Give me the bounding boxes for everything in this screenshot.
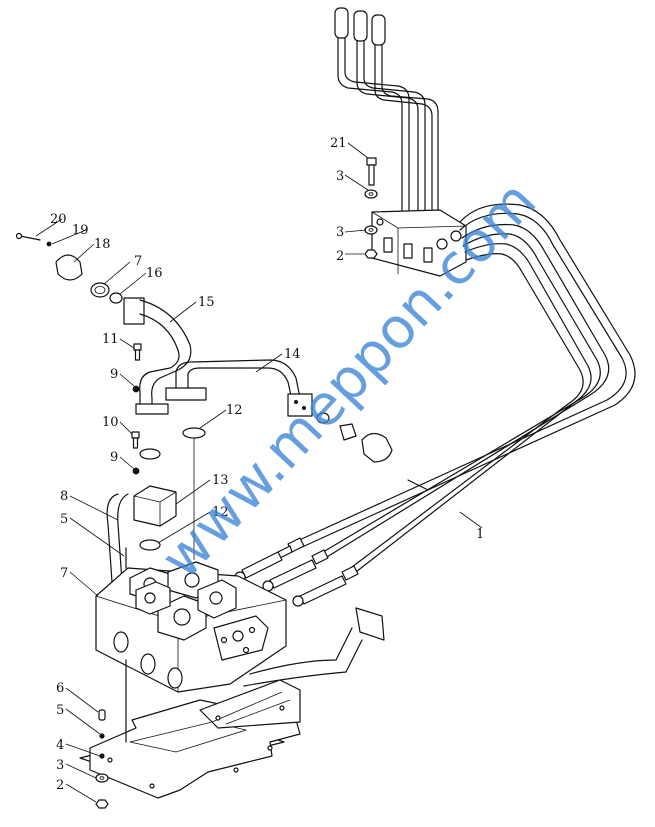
outlet-flange — [355, 607, 385, 641]
bolt-shank-21 — [368, 164, 375, 186]
callout-11: 11 — [102, 332, 119, 347]
pipe-flange-15-top — [123, 297, 145, 325]
clamp-18 — [55, 254, 83, 281]
o-ring-16 — [109, 292, 123, 304]
callout-12-upper: 12 — [226, 403, 243, 418]
callout-13: 13 — [212, 473, 229, 488]
pipe-8 — [106, 493, 119, 583]
callout-2-bottom: 2 — [56, 778, 64, 793]
bolt-head-21 — [366, 157, 377, 166]
washer-4 — [99, 753, 105, 759]
callout-5-upper: 5 — [60, 512, 68, 527]
port-3 — [167, 667, 183, 689]
bolt-11-head — [133, 343, 142, 351]
callout-19: 19 — [72, 223, 89, 238]
callout-3-top-a: 3 — [336, 169, 344, 184]
lever-knob-1 — [334, 7, 349, 39]
pipe-assembly — [123, 297, 393, 463]
callout-18: 18 — [94, 237, 111, 252]
washer-19 — [46, 241, 52, 247]
seal-17 — [90, 282, 110, 298]
pipe-flange-14-left — [165, 387, 207, 401]
hose-3 — [351, 243, 592, 576]
o-ring-12-lower — [139, 539, 161, 551]
valve-fitting-1 — [383, 237, 393, 253]
pipe-15 — [139, 313, 180, 411]
hose-fitting-2 — [311, 549, 329, 565]
hose-rod-end-1 — [241, 551, 283, 579]
callout-7-upper: 7 — [134, 254, 142, 269]
port-2 — [140, 653, 156, 675]
callout-14: 14 — [284, 347, 301, 362]
o-ring-14 — [316, 412, 330, 424]
clamp-right — [361, 432, 393, 463]
bolt-10 — [132, 437, 139, 449]
adapter-13 — [133, 485, 177, 527]
bolt-11 — [134, 349, 141, 361]
callout-15: 15 — [198, 295, 215, 310]
washer-9-upper — [132, 385, 140, 393]
pipe-14 — [175, 359, 301, 399]
washer-top-a — [364, 189, 378, 199]
leader-lines — [35, 142, 483, 803]
callout-6: 6 — [56, 681, 64, 696]
bottom-hardware — [95, 709, 109, 809]
callout-3-bottom: 3 — [56, 758, 64, 773]
hose-2 — [321, 223, 610, 561]
lever-mount-hardware — [364, 157, 378, 259]
nut-2-bottom — [95, 799, 109, 809]
control-lever-assembly — [334, 7, 467, 277]
callout-1: 1 — [476, 527, 484, 542]
callout-9-upper: 9 — [110, 367, 118, 382]
watermark-text: www.meppon.com — [149, 169, 549, 592]
hose-rod-end-3 — [299, 575, 347, 605]
washer-3-bottom — [95, 773, 109, 783]
callout-labels: 1 2 2 3 3 3 4 5 5 6 7 7 8 9 9 10 11 12 1… — [50, 136, 484, 793]
hose-fitting-3 — [341, 565, 359, 581]
washer-5-lower — [99, 733, 105, 739]
screw-20 — [19, 235, 41, 241]
callout-4: 4 — [56, 738, 64, 753]
screw-6 — [98, 709, 106, 721]
hose-1-outer — [299, 203, 636, 549]
callout-5-lower: 5 — [56, 703, 64, 718]
left-fittings — [15, 232, 206, 551]
main-valve-block — [95, 485, 385, 693]
o-ring-12-upper — [182, 427, 206, 439]
callout-9-lower: 9 — [110, 450, 118, 465]
port-1 — [113, 631, 129, 653]
callout-8: 8 — [60, 489, 68, 504]
washer-top-b — [364, 225, 378, 235]
callout-2-top: 2 — [336, 249, 344, 264]
cable-tie — [407, 479, 429, 491]
callout-21: 21 — [330, 136, 347, 151]
callout-7-lower: 7 — [60, 566, 68, 581]
nut-top — [364, 249, 378, 259]
outlet-pipe — [249, 627, 353, 675]
lever-shaft-3 — [374, 44, 433, 223]
callout-3-top-b: 3 — [336, 225, 344, 240]
bolt-10-head — [131, 431, 140, 439]
lever-knob-3 — [371, 14, 386, 46]
callout-16: 16 — [146, 266, 163, 281]
pipe-flange-15-bottom — [135, 403, 169, 415]
lever-knob-2 — [353, 10, 368, 42]
callout-10: 10 — [102, 415, 119, 430]
pipe-flange-14-right — [287, 393, 313, 417]
washer-9-lower — [132, 467, 140, 475]
plug — [339, 423, 357, 441]
callout-12-lower: 12 — [212, 505, 229, 520]
lever-shaft-2 — [356, 40, 419, 223]
mounting-plate — [79, 659, 301, 799]
hydraulic-hoses — [234, 203, 636, 607]
callout-20: 20 — [50, 212, 67, 227]
hose-rod-end-2 — [269, 559, 317, 589]
lever-shaft-1 — [337, 37, 403, 223]
